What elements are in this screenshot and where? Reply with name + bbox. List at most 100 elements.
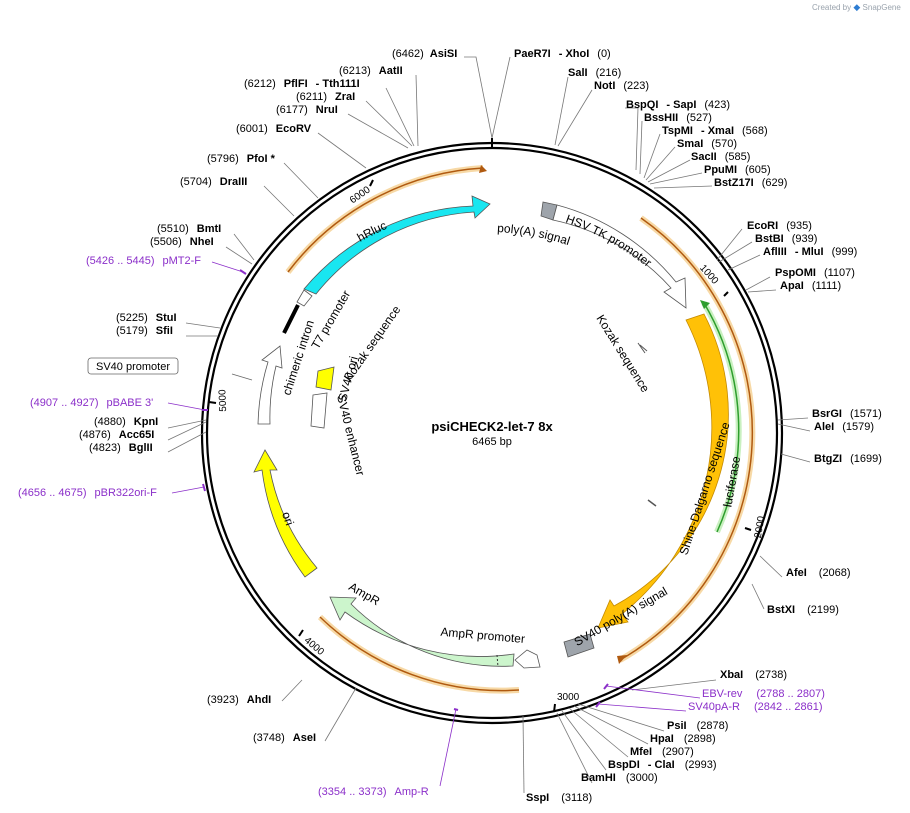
primer-leader-ampr	[439, 708, 457, 787]
tick-6000	[369, 179, 374, 187]
leader-bspqi	[625, 107, 639, 171]
site-bsshii: BssHII(527)	[644, 112, 712, 124]
credit-logo-text: SnapGene	[862, 3, 901, 12]
leader-btgzi	[780, 453, 811, 463]
tick-3000	[553, 703, 556, 713]
leader-bamhi	[556, 712, 593, 784]
site-ppumi: PpuMI(605)	[704, 164, 771, 176]
site-nhei: (5506)NheI	[150, 236, 214, 248]
site-psii: PsiI(2878)	[667, 720, 728, 732]
shine-dalgarno-marker	[647, 499, 657, 507]
primer-leaders	[167, 261, 701, 787]
track-right-arrow	[617, 655, 627, 664]
tick-2000	[744, 527, 752, 531]
leader-pfoi	[283, 162, 319, 199]
site-afei: AfeI(2068)	[786, 567, 851, 579]
plasmid-name: psiCHECK2-let-7 8x	[431, 419, 553, 434]
tick-labels: 1000 2000 3000 4000 5000 6000	[217, 184, 767, 703]
site-smai: SmaI(570)	[677, 138, 737, 150]
leader-pflfi	[385, 87, 415, 147]
luciferase-label: luciferase	[720, 455, 743, 508]
leader-noti	[557, 89, 593, 147]
site-paer7i: PaeR7I- XhoI(0)	[514, 48, 611, 60]
tick-marks	[208, 179, 752, 713]
site-afliii: AflIII- MluI(999)	[763, 246, 857, 258]
leader-psii	[577, 703, 665, 732]
leader-sali	[554, 76, 569, 146]
ampr-promoter-arrow	[514, 649, 541, 669]
leader-bstbi	[718, 241, 753, 263]
leader-ahdi	[281, 679, 303, 702]
leader-bmti	[233, 233, 255, 261]
leader-sacii	[647, 159, 691, 183]
tick-5000	[208, 401, 217, 404]
site-bglii: (4823)BglII	[89, 442, 153, 454]
sv40-enhancer-label: SV40 enhancer	[334, 393, 368, 477]
site-bamhi: BamHI(3000)	[581, 772, 658, 784]
site-nrui: (6177)NruI	[276, 104, 338, 116]
primer-mark-ebv	[603, 683, 609, 690]
ampr-arrow	[329, 596, 515, 667]
tick-label-3000: 3000	[557, 692, 580, 703]
track-green-arrow	[700, 300, 710, 309]
site-acc65i: (4876)Acc65I	[79, 429, 154, 441]
site-bspqi: BspQI- SapI(423)	[626, 99, 730, 111]
site-sacii: SacII(585)	[691, 151, 750, 163]
leader-ppumi	[649, 172, 703, 185]
t7-promoter-arrow	[296, 289, 313, 307]
ori-label: ori	[279, 510, 297, 527]
primer-leader-sv40pa	[597, 703, 687, 712]
leader-afei	[759, 555, 783, 578]
site-apai: ApaI(1111)	[780, 280, 841, 292]
track-bottom-line	[319, 616, 520, 692]
track-green-line	[703, 302, 740, 533]
primer-labels: (5426 .. 5445)pMT2-F (4907 .. 4927)pBABE…	[18, 255, 825, 798]
tick-label-5000: 5000	[217, 389, 229, 412]
leader-lines	[167, 56, 811, 794]
features	[253, 195, 729, 669]
primer-pbr322: (4656 .. 4675)pBR322ori-F	[18, 487, 157, 499]
site-bsrgi: BsrGI(1571)	[812, 408, 882, 420]
site-pspomi: PspOMI(1107)	[775, 267, 855, 279]
leader-smai	[645, 146, 676, 181]
leader-nhei	[225, 246, 253, 265]
primer-mark-sv40pa	[595, 701, 601, 708]
t7-promoter-label: T7 promoter	[308, 288, 353, 352]
leader-bstxi	[751, 583, 765, 610]
credit-text: Created by	[812, 3, 852, 12]
site-pflfi: (6212)PflFI- Tth111I	[244, 78, 360, 90]
site-kpni: (4880)KpnI	[94, 416, 158, 428]
leader-asei	[324, 687, 357, 742]
site-bspdi: BspDI- ClaI(2993)	[608, 759, 717, 771]
leader-alei	[777, 423, 811, 432]
site-mfei: MfeI(2907)	[630, 746, 694, 758]
kozak-right-label: Kozak sequence	[593, 312, 652, 395]
backbone	[200, 138, 784, 725]
site-bstbi: BstBI(939)	[755, 233, 817, 245]
primer-leader-pbr322	[171, 486, 205, 494]
leader-xbai	[631, 679, 717, 691]
tick-label-2000: 2000	[753, 515, 768, 539]
leader-bstz17i	[653, 185, 713, 189]
site-xbai: XbaI(2738)	[720, 669, 787, 681]
site-stui: (5225)StuI	[116, 312, 177, 324]
leader-bsrgi	[777, 417, 809, 421]
site-zrai: (6211)ZraI	[296, 91, 355, 103]
site-pfoi: (5796)PfoI *	[207, 153, 276, 165]
luciferase-arrow	[597, 313, 729, 629]
snapgene-logo-icon: ◆	[853, 2, 861, 12]
sv40-promoter-box-label: SV40 promoter	[96, 361, 170, 373]
leader-hpai	[573, 705, 649, 745]
leader-zrai	[365, 100, 413, 147]
site-alei: AleI(1579)	[814, 421, 874, 433]
primer-pmt2: (5426 .. 5445)pMT2-F	[86, 255, 201, 267]
site-bstxi: BstXI(2199)	[767, 604, 839, 616]
leader-sspi	[522, 715, 525, 794]
leader-ecori	[716, 228, 743, 261]
track-right-line	[619, 217, 754, 661]
ori-arrow	[253, 449, 318, 578]
sv40-ori-box	[315, 366, 335, 391]
track-upper-left-line	[287, 167, 484, 273]
primer-mark-pbr322	[202, 483, 206, 492]
primer-leader-pmt2	[211, 261, 244, 273]
